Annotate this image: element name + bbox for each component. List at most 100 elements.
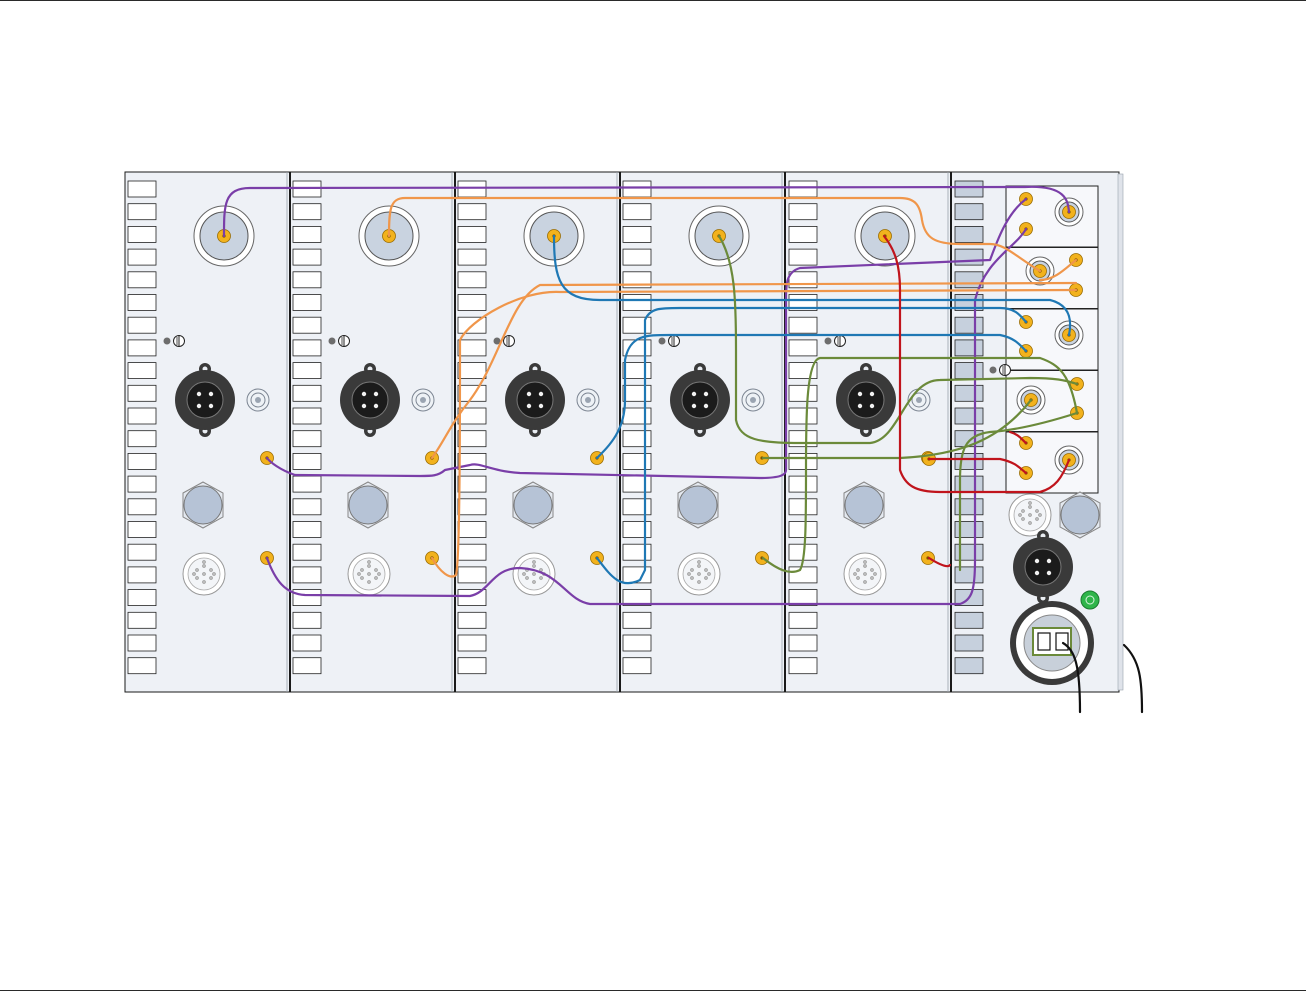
xlr-socket xyxy=(517,382,553,418)
rack-panels xyxy=(125,172,1123,692)
terminal-tab xyxy=(458,658,486,674)
knob-icon[interactable] xyxy=(514,486,552,524)
multipin-pin xyxy=(690,568,693,571)
terminal-tab xyxy=(293,658,321,674)
terminal-tab xyxy=(293,453,321,469)
power-switch-icon[interactable] xyxy=(1038,633,1050,650)
multipin-pin xyxy=(687,572,690,575)
terminal-tab xyxy=(128,431,156,447)
multipin-pin xyxy=(367,560,370,563)
terminal-tab xyxy=(955,612,983,628)
multipin-pin xyxy=(377,572,380,575)
multipin-pin xyxy=(539,576,542,579)
xlr-pin xyxy=(362,392,366,396)
rack-side-rail xyxy=(1118,174,1123,690)
multipin-pin xyxy=(1035,517,1038,520)
knob-icon[interactable] xyxy=(184,486,222,524)
knob-icon[interactable] xyxy=(679,486,717,524)
ground-screw-dot xyxy=(329,338,336,345)
multipin-pin xyxy=(532,564,535,567)
ground-screw-dot xyxy=(659,338,666,345)
terminal-tab xyxy=(293,635,321,651)
terminal-tab xyxy=(789,181,817,197)
xlr-pin xyxy=(858,392,862,396)
xlr-socket xyxy=(187,382,223,418)
multipin-pin xyxy=(704,576,707,579)
terminal-tab xyxy=(293,385,321,401)
terminal-tab xyxy=(128,295,156,311)
terminal-tab xyxy=(128,658,156,674)
multipin-pin xyxy=(374,568,377,571)
terminal-tab xyxy=(623,295,651,311)
multipin-pin xyxy=(532,580,535,583)
terminal-tab xyxy=(623,544,651,560)
terminal-tab xyxy=(458,567,486,583)
multipin-pin xyxy=(704,568,707,571)
terminal-tab xyxy=(789,612,817,628)
multipin-pin xyxy=(697,560,700,563)
multipin-pin xyxy=(357,572,360,575)
terminal-tab xyxy=(955,385,983,401)
terminal-tab xyxy=(623,499,651,515)
terminal-tab xyxy=(623,658,651,674)
xlr-pin xyxy=(704,392,708,396)
multipin-pin xyxy=(863,580,866,583)
knob-icon[interactable] xyxy=(1061,496,1099,534)
terminal-tab xyxy=(789,272,817,288)
knob-icon[interactable] xyxy=(845,486,883,524)
xlr-pin xyxy=(1047,559,1051,563)
terminal-tab xyxy=(128,453,156,469)
terminal-tab xyxy=(293,476,321,492)
small-coax-center xyxy=(255,397,261,403)
multipin-pin xyxy=(202,560,205,563)
terminal-tab xyxy=(955,635,983,651)
terminal-tab xyxy=(623,476,651,492)
multipin-pin xyxy=(367,580,370,583)
terminal-tab xyxy=(293,590,321,606)
terminal-tab xyxy=(128,590,156,606)
terminal-tab xyxy=(293,317,321,333)
terminal-tab xyxy=(458,522,486,538)
terminal-tab xyxy=(789,522,817,538)
terminal-tab xyxy=(293,612,321,628)
control-io-cell xyxy=(1006,309,1098,370)
terminal-tab xyxy=(458,363,486,379)
multipin-pin xyxy=(532,560,535,563)
terminal-tab xyxy=(623,204,651,220)
multipin-pin xyxy=(697,580,700,583)
terminal-tab xyxy=(458,340,486,356)
power-switch-icon[interactable] xyxy=(1056,633,1068,650)
terminal-tab xyxy=(623,431,651,447)
terminal-tab xyxy=(128,635,156,651)
terminal-tab xyxy=(293,295,321,311)
terminal-tab xyxy=(128,476,156,492)
terminal-tab xyxy=(128,567,156,583)
knob-icon[interactable] xyxy=(349,486,387,524)
terminal-tab xyxy=(623,522,651,538)
terminal-tab xyxy=(955,317,983,333)
terminal-tab xyxy=(293,522,321,538)
multipin-pin xyxy=(202,572,205,575)
xlr-pin xyxy=(704,404,708,408)
terminal-tab xyxy=(623,385,651,401)
multipin-pin xyxy=(367,572,370,575)
multipin-pin xyxy=(707,572,710,575)
multipin-pin xyxy=(863,560,866,563)
multipin-pin xyxy=(697,564,700,567)
xlr-pin xyxy=(1035,571,1039,575)
xlr-pin xyxy=(870,392,874,396)
terminal-tab xyxy=(955,181,983,197)
multipin-pin xyxy=(1021,509,1024,512)
ground-screw-dot xyxy=(825,338,832,345)
terminal-tab xyxy=(293,204,321,220)
multipin-pin xyxy=(863,572,866,575)
terminal-tab xyxy=(623,453,651,469)
multipin-pin xyxy=(209,568,212,571)
multipin-pin xyxy=(1035,509,1038,512)
terminal-tab xyxy=(128,385,156,401)
terminal-tab xyxy=(955,363,983,379)
xlr-pin xyxy=(539,392,543,396)
terminal-tab xyxy=(128,204,156,220)
multipin-pin xyxy=(1028,505,1031,508)
